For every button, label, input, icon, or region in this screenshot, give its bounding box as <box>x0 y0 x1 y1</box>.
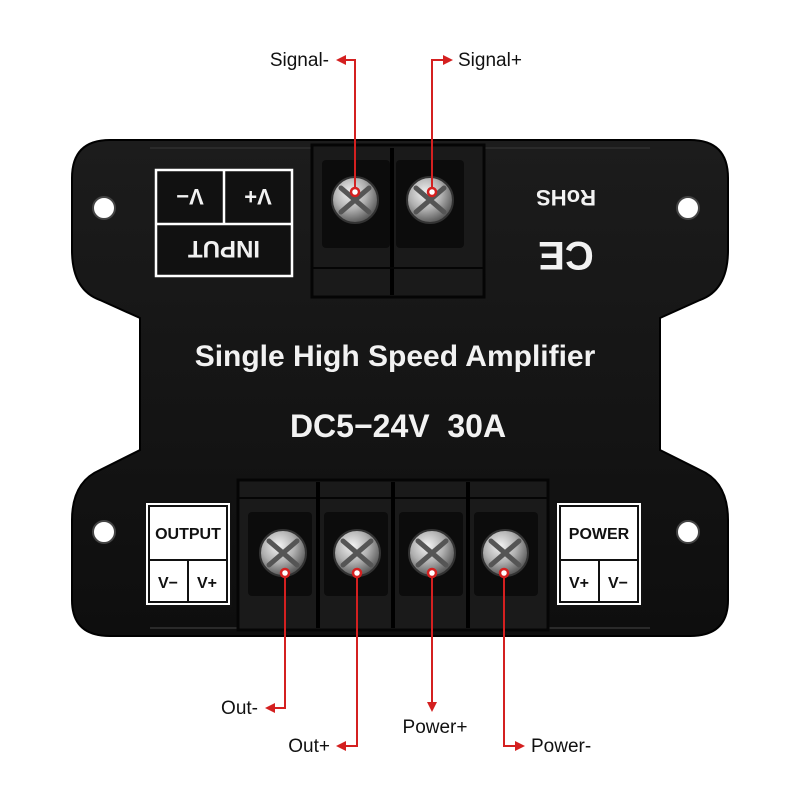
mounting-hole-bottom-right <box>676 520 700 544</box>
input-plate-left-text: V− <box>176 184 204 209</box>
power-plus-screw <box>408 529 456 577</box>
signal-minus-arrow <box>336 55 356 192</box>
signal-terminal-block <box>310 143 486 299</box>
out-minus-label: Out- <box>221 698 258 719</box>
power-plate-right-text: V− <box>608 575 628 592</box>
out-minus-screw <box>259 529 307 577</box>
mounting-hole-top-right <box>676 196 700 220</box>
power-plus-dot <box>426 567 438 579</box>
out-plus-arrow <box>336 574 358 751</box>
out-plus-screw <box>333 529 381 577</box>
input-plate: V− V+ INPUT <box>154 168 294 278</box>
input-plate-right-text: V+ <box>244 184 272 209</box>
power-minus-arrow <box>503 574 525 751</box>
device-rating: DC5−24V 30A <box>290 408 506 444</box>
device-title: Single High Speed Amplifier <box>195 340 596 373</box>
ce-mark: CE <box>538 233 594 277</box>
signal-minus-dot <box>349 186 361 198</box>
out-plus-label: Out+ <box>288 736 330 757</box>
power-plate: POWER V+ V− <box>555 501 643 607</box>
signal-minus-label: Signal- <box>270 50 329 71</box>
output-plate-left-text: V− <box>158 575 178 592</box>
signal-plus-arrow <box>431 55 453 192</box>
out-minus-dot <box>279 567 291 579</box>
signal-plus-dot <box>426 186 438 198</box>
signal-plus-label: Signal+ <box>458 50 522 71</box>
rohs-mark: RoHS <box>536 185 596 210</box>
power-plate-left-text: V+ <box>569 575 589 592</box>
mounting-hole-bottom-left <box>92 520 116 544</box>
contact-dots <box>279 186 510 579</box>
power-minus-screw <box>481 529 529 577</box>
signal-plus-screw <box>406 176 454 224</box>
output-plate-title: OUTPUT <box>155 526 221 543</box>
output-plate-right-text: V+ <box>197 575 217 592</box>
callout-arrows <box>265 55 525 751</box>
out-minus-arrow <box>265 574 286 713</box>
power-plate-title: POWER <box>569 526 630 543</box>
mounting-hole-top-left <box>92 196 116 220</box>
power-plus-label: Power+ <box>403 717 468 738</box>
output-plate: OUTPUT V− V+ <box>144 501 232 607</box>
input-plate-title: INPUT <box>188 235 260 262</box>
power-minus-dot <box>498 567 510 579</box>
out-plus-dot <box>351 567 363 579</box>
mounting-holes <box>92 196 700 544</box>
power-minus-label: Power- <box>531 736 591 757</box>
